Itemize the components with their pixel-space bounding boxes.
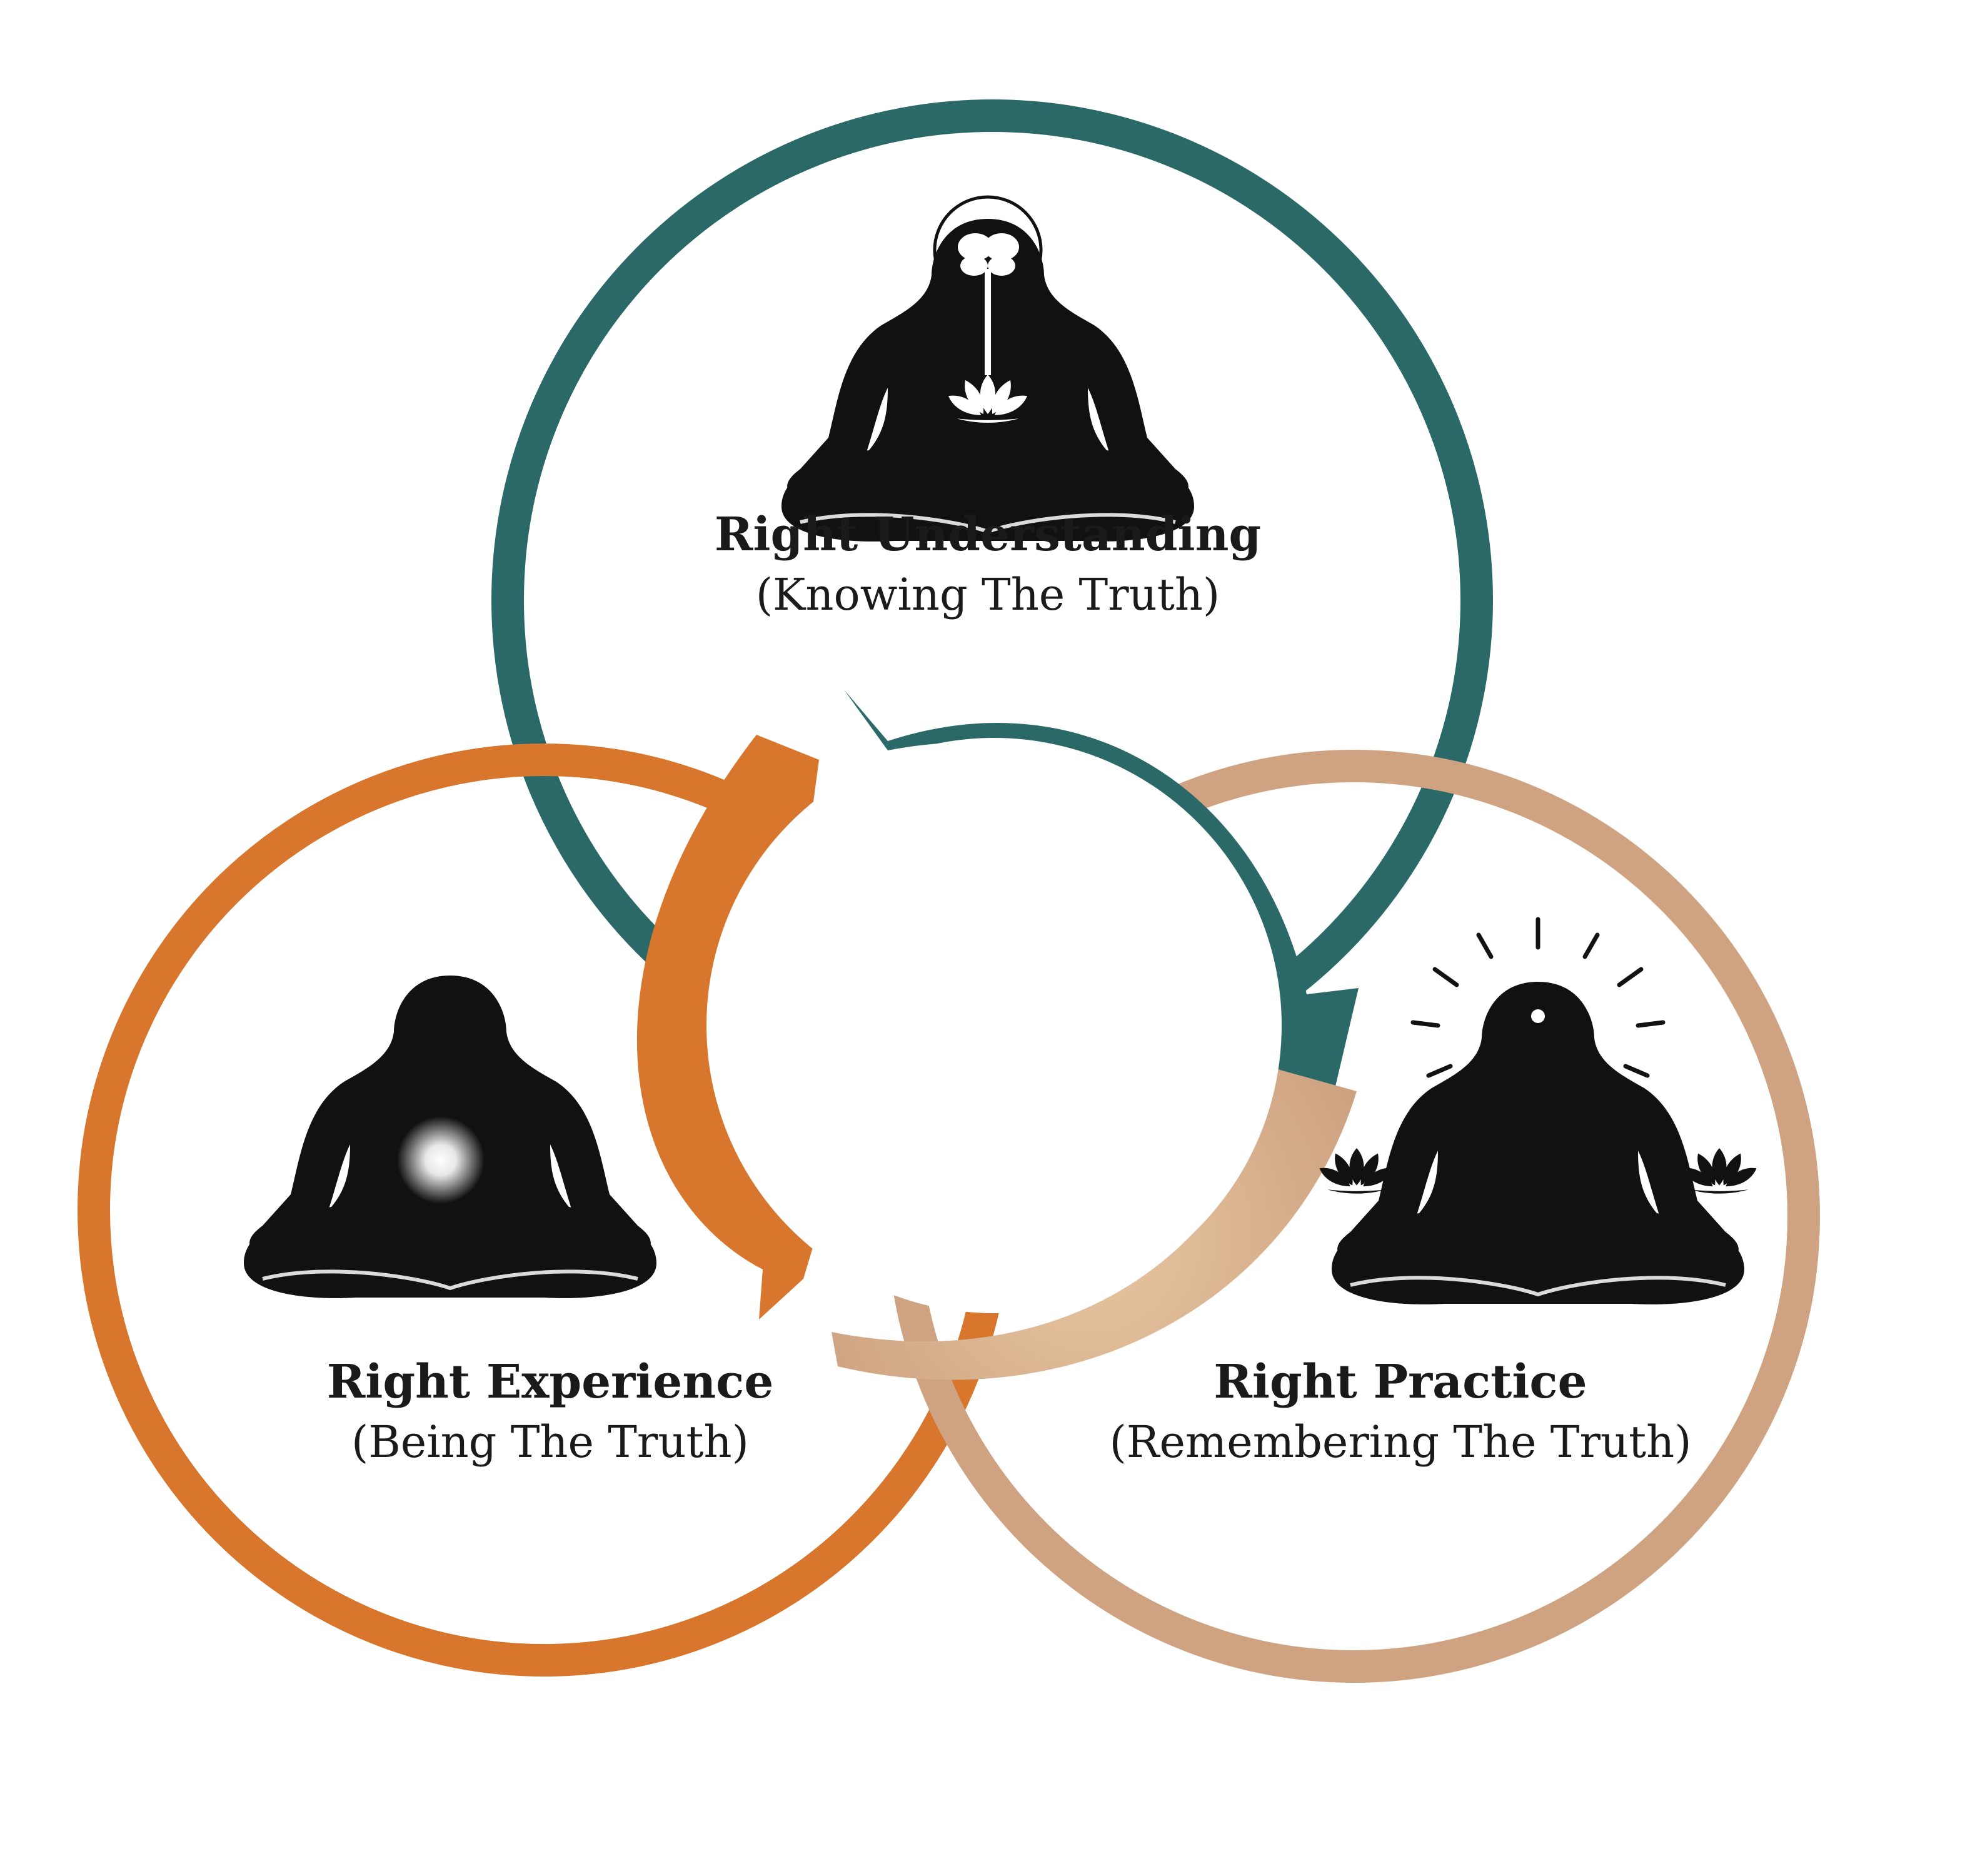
understanding-title: Right Understanding	[715, 508, 1261, 562]
cycle-hub	[706, 738, 1282, 1313]
experience-title: Right Experience	[327, 1355, 774, 1409]
arrow-practice-to-experience	[832, 1069, 1357, 1380]
meditating-figure-glowing-heart-icon	[244, 976, 656, 1298]
experience-subtitle: (Being The Truth)	[351, 1416, 749, 1468]
practice-subtitle: (Remembering The Truth)	[1109, 1416, 1691, 1468]
meditating-figure-brain-lotus-icon	[781, 195, 1194, 542]
understanding-subtitle: (Knowing The Truth)	[756, 569, 1220, 620]
arrow-experience-to-understanding	[636, 735, 819, 1319]
meditating-figure-radiant-lotus-icon	[1319, 917, 1757, 1304]
practice-title: Right Practice	[1214, 1355, 1587, 1409]
